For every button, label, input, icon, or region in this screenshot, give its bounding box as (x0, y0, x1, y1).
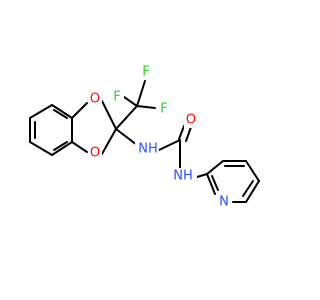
atom-f-left: F (113, 90, 120, 105)
atom-o-top: O (90, 92, 100, 107)
bond (245, 160, 260, 182)
bond (71, 141, 88, 153)
bonds (29, 80, 260, 203)
bond (178, 125, 185, 140)
bond (71, 102, 88, 119)
bond (123, 96, 138, 107)
bond (185, 126, 192, 142)
bond (158, 139, 181, 151)
bond (136, 80, 146, 107)
atom-o-carbonyl: O (186, 113, 196, 128)
bond (51, 104, 73, 119)
molecule-structure: O O O NH NH N F F F (29, 64, 260, 210)
bond (101, 100, 117, 130)
atom-f-top: F (142, 65, 149, 80)
bond (29, 141, 53, 156)
bond (101, 128, 117, 155)
atom-n-pyridine: N (219, 195, 229, 210)
bond (242, 180, 254, 197)
bond (51, 141, 73, 156)
bond (206, 173, 216, 195)
atom-labels: O O O NH NH N F F F (88, 64, 231, 210)
bond (206, 160, 224, 175)
atom-nh-right: NH (173, 169, 193, 184)
bond (53, 109, 68, 119)
atom-f-right: F (160, 102, 167, 117)
bond (211, 175, 219, 191)
atom-nh-left: NH (138, 142, 158, 157)
bond (29, 104, 53, 119)
bond (196, 173, 208, 178)
bond (115, 128, 138, 146)
bond (115, 105, 138, 130)
bond (245, 180, 260, 203)
atom-o-bottom: O (90, 146, 100, 161)
bond (136, 105, 156, 109)
bond (53, 141, 68, 151)
